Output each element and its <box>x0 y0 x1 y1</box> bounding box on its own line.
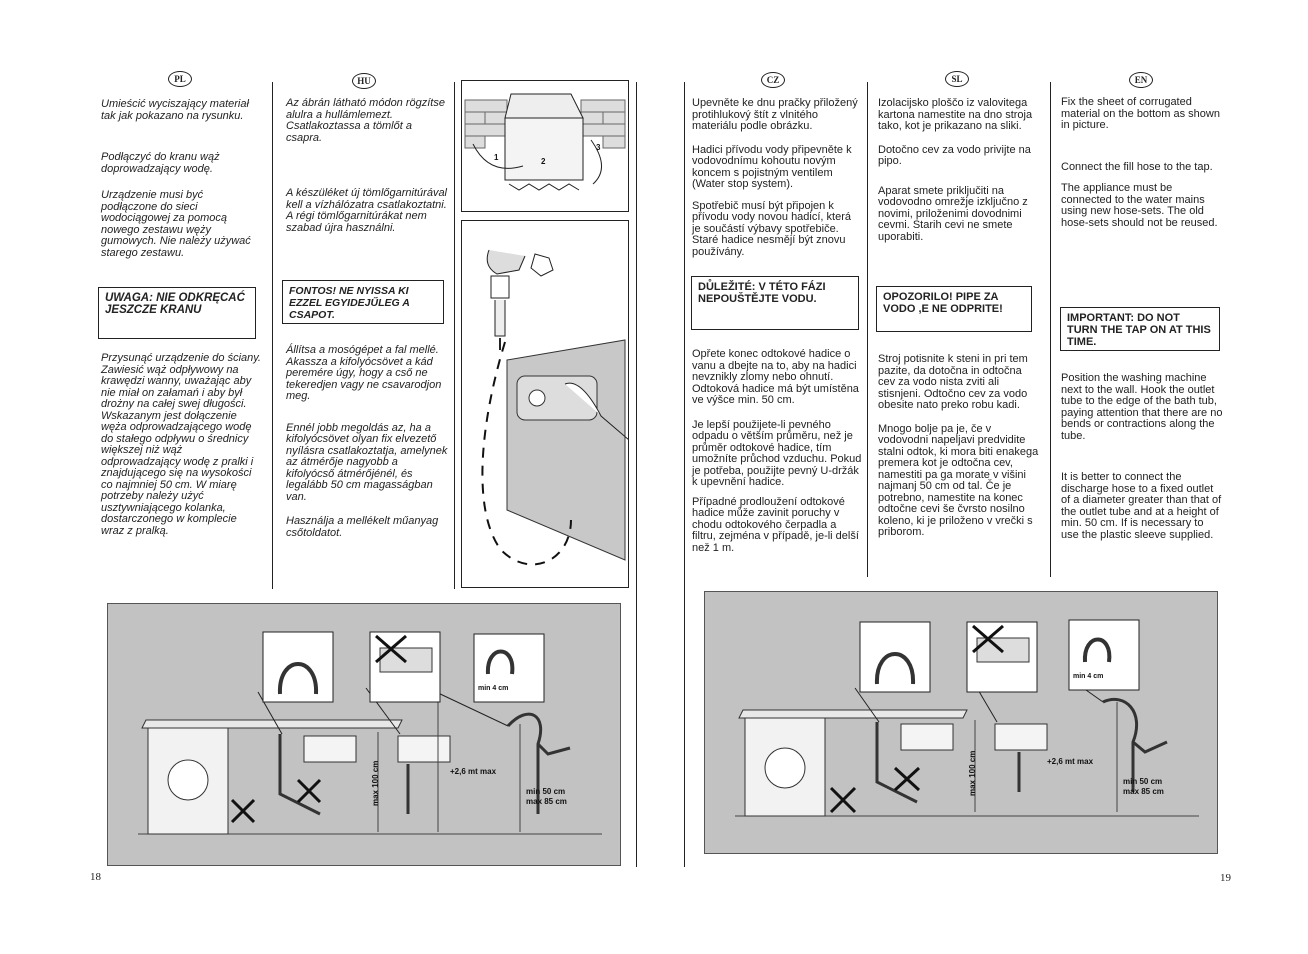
hu-paragraph-1: Az ábrán látható módon rögzítse alulra a… <box>286 97 445 144</box>
max-85cm-label: max 85 cm <box>526 797 567 806</box>
en-paragraph-5: It is better to connect the discharge ho… <box>1061 471 1222 541</box>
cz-paragraph-5: Je lepší použijete-li pevného odpadu o v… <box>692 418 862 488</box>
lang-badge-pl: PL <box>168 71 192 87</box>
figure-label-1: 1 <box>494 153 499 162</box>
page-divider <box>684 82 685 867</box>
cz-text-column-2: Opřete konec odtokové hadice o vanu a db… <box>692 348 862 567</box>
sl-paragraph-3: Aparat smete priključiti na vodovodno om… <box>878 184 1028 243</box>
drain-hose-diagram-right: min 4 cm max 100 cm +2,6 mt max min 50 c… <box>704 591 1218 854</box>
en-paragraph-3: The appliance must be connected to the w… <box>1061 182 1218 229</box>
pl-warning-box: UWAGA: NIE ODKRĘCAĆ JESZCZE KRANU <box>98 287 256 339</box>
page-number-left: 18 <box>90 871 101 883</box>
en-warning-box: IMPORTANT: DO NOT TURN THE TAP ON AT THI… <box>1060 307 1220 351</box>
hu-text-column: Az ábrán látható módon rögzítse alulra a… <box>286 97 448 247</box>
figure-label-3: 3 <box>596 143 601 152</box>
hu-text-column-2: Állítsa a mosógépet a fal mellé. Akassza… <box>286 344 448 552</box>
en-text-column: Fix the sheet of corrugated material on … <box>1061 96 1221 242</box>
pl-paragraph-2: Podłączyć do kranu wąż doprowadzający wo… <box>101 151 220 175</box>
sl-text-column: Izolacijsko ploščo iz valovitega kartona… <box>878 97 1038 256</box>
drain-hose-diagram-left: min 4 cm max 100 cm +2,6 mt max min 50 c… <box>107 603 621 866</box>
page-divider <box>636 82 637 867</box>
cz-paragraph-4: Opřete konec odtokové hadice o vanu a db… <box>692 348 859 406</box>
column-divider <box>272 82 273 589</box>
lang-badge-en: EN <box>1129 72 1153 88</box>
pl-paragraph-3: Urządzenie musi być podłączone do sieci … <box>101 189 251 259</box>
hu-warning-box: FONTOS! NE NYISSA KI EZZEL EGYIDEJŰLEG A… <box>282 280 444 324</box>
column-divider <box>1050 82 1051 577</box>
plus-2-6mt-label: +2,6 mt max <box>1047 757 1094 766</box>
en-text-column-2: Position the washing machine next to the… <box>1061 372 1223 554</box>
cz-paragraph-2: Hadici přívodu vody připevněte k vodovod… <box>692 143 852 190</box>
en-paragraph-1: Fix the sheet of corrugated material on … <box>1061 96 1220 131</box>
sl-paragraph-1: Izolacijsko ploščo iz valovitega kartona… <box>878 97 1033 132</box>
sl-paragraph-2: Dotočno cev za vodo privijte na pipo. <box>878 143 1031 167</box>
tap-hose-figure <box>461 220 629 588</box>
column-divider <box>867 82 868 577</box>
pl-paragraph-1: Umieścić wyciszający materiał tak jak po… <box>101 98 249 122</box>
pl-paragraph-4: Przysunąć urządzenie do ściany. Zawiesić… <box>101 352 261 537</box>
lang-badge-sl: SL <box>945 71 969 87</box>
lang-badge-cz: CZ <box>761 72 785 88</box>
cz-paragraph-6: Případné prodloužení odtokové hadice můž… <box>692 495 859 554</box>
sl-paragraph-4: Stroj potisnite k steni in pri tem pazit… <box>878 353 1028 411</box>
pl-text-column: Umieścić wyciszający materiał tak jak po… <box>101 98 253 272</box>
page-number-right: 19 <box>1220 872 1231 884</box>
hu-paragraph-4: Ennél jobb megoldás az, ha a kifolyócsöv… <box>286 421 448 503</box>
min-50cm-label: min 50 cm <box>1123 777 1162 786</box>
max-100cm-label: max 100 cm <box>371 761 380 806</box>
hu-paragraph-3: Állítsa a mosógépet a fal mellé. Akassza… <box>286 344 442 402</box>
plus-2-6mt-label: +2,6 mt max <box>450 767 497 776</box>
hu-paragraph-5: Használja a mellékelt műanyag csőtoldato… <box>286 515 439 539</box>
sl-text-column-2: Stroj potisnite k steni in pri tem pazit… <box>878 353 1040 552</box>
cz-paragraph-1: Upevněte ke dnu pračky přiložený protihl… <box>692 97 858 132</box>
max-85cm-label: max 85 cm <box>1123 787 1164 796</box>
cz-warning-box: DŮLEŽITÉ: V TÉTO FÁZI NEPOUŠTĚJTE VODU. <box>691 276 859 330</box>
sl-warning-box: OPOZORILO! PIPE ZA VODO ,E NE ODPRITE! <box>876 286 1032 332</box>
en-paragraph-4: Position the washing machine next to the… <box>1061 372 1223 442</box>
hu-paragraph-2: A készüléket új tömlőgarnitúrával kell a… <box>286 187 448 234</box>
min-50cm-label: min 50 cm <box>526 787 565 796</box>
pl-text-column-2: Przysunąć urządzenie do ściany. Zawiesić… <box>101 352 263 550</box>
cz-paragraph-3: Spotřebič musí být připojen k přívodu vo… <box>692 199 851 258</box>
corrugated-sheet-figure: 1 2 3 <box>461 80 629 212</box>
column-divider <box>454 82 455 589</box>
lang-badge-hu: HU <box>352 73 376 89</box>
sl-paragraph-5: Mnogo bolje pa je, če v vodovodni napelj… <box>878 422 1039 538</box>
figure-label-2: 2 <box>541 157 546 166</box>
min-4cm-label: min 4 cm <box>478 685 508 692</box>
en-paragraph-2: Connect the fill hose to the tap. <box>1061 160 1213 173</box>
cz-text-column: Upevněte ke dnu pračky přiložený protihl… <box>692 97 858 271</box>
min-4cm-label: min 4 cm <box>1073 673 1103 680</box>
max-100cm-label: max 100 cm <box>968 751 977 796</box>
